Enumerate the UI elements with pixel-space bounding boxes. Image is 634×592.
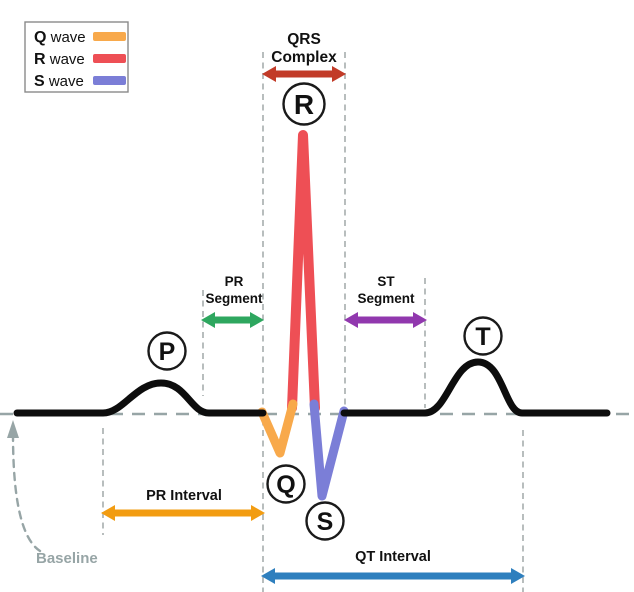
legend-r-rest: wave	[46, 51, 85, 68]
legend-q-rest: wave	[46, 29, 85, 46]
p-circle	[147, 331, 187, 371]
qt-interval-label: QT Interval	[355, 549, 431, 565]
guide-lines	[102, 52, 524, 592]
st-segment-arrow	[344, 312, 427, 328]
qrs-complex-label-line1: QRS	[287, 31, 321, 48]
annotation-arrows	[101, 66, 525, 584]
st-segment-label-line1: ST	[377, 274, 395, 289]
q-wave-marker: Q	[266, 464, 306, 504]
baseline-pointer-curve	[11, 432, 42, 553]
q-circle	[266, 464, 306, 504]
t-wave-marker: T	[463, 316, 503, 356]
q-letter: Q	[276, 471, 295, 499]
p-wave-marker: P	[147, 331, 187, 371]
annotation-labels: QRS Complex PR Segment ST Segment PR Int…	[36, 31, 431, 567]
legend-r-letter: R	[34, 51, 46, 68]
pr-segment-label-line1: PR	[225, 274, 244, 289]
s-wave-marker: S	[305, 501, 345, 541]
r-wave-marker: R	[282, 82, 326, 126]
pr-interval-arrow	[101, 505, 265, 521]
s-letter: S	[317, 508, 334, 536]
r-circle	[282, 82, 326, 126]
legend-r-label: R wave	[34, 51, 85, 68]
t-wave-trace	[340, 358, 611, 417]
s-wave-trace	[309, 399, 349, 501]
ecg-waveform	[13, 130, 611, 501]
p-letter: P	[159, 338, 176, 366]
pr-segment-arrow	[201, 312, 264, 328]
legend-q-swatch	[93, 32, 126, 41]
r-wave-trace	[287, 130, 320, 413]
legend-s-letter: S	[34, 73, 45, 90]
legend: Q wave R wave S wave	[24, 21, 129, 93]
r-letter: R	[294, 89, 314, 120]
q-wave-trace	[257, 399, 298, 458]
legend-s-label: S wave	[34, 73, 84, 90]
legend-s-swatch	[93, 76, 126, 85]
qt-interval-arrow	[261, 568, 525, 584]
pr-interval-label: PR Interval	[146, 488, 222, 504]
qrs-complex-arrow	[262, 66, 346, 82]
p-wave-trace	[13, 379, 267, 417]
legend-s-rest: wave	[45, 73, 84, 90]
s-circle	[305, 501, 345, 541]
t-letter: T	[475, 323, 490, 351]
baseline-pointer	[7, 420, 42, 553]
qrs-complex-label-line2: Complex	[271, 49, 337, 66]
st-segment-label-line2: Segment	[357, 291, 415, 306]
baseline-label: Baseline	[36, 550, 98, 567]
t-circle	[463, 316, 503, 356]
pr-segment-label-line2: Segment	[205, 291, 263, 306]
wave-point-markers: P R Q S T	[147, 82, 503, 541]
legend-q-letter: Q	[34, 29, 46, 46]
baseline-pointer-arrowhead	[7, 420, 19, 438]
legend-r-swatch	[93, 54, 126, 63]
legend-q-label: Q wave	[34, 29, 86, 46]
